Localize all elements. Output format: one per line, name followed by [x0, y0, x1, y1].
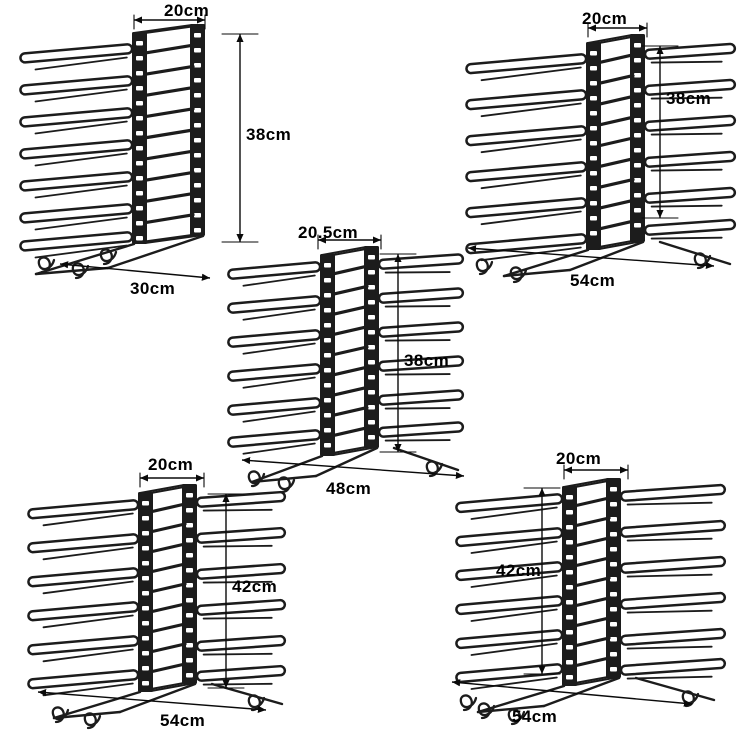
depth-dimension-label: 54cm: [512, 707, 558, 726]
rack-figure-center: 20.5cm 38cm 48cm: [220, 224, 482, 508]
height-dimension-label: 42cm: [232, 577, 278, 596]
rack-illustration-top-right: [465, 22, 737, 284]
depth-dimension-label: 30cm: [130, 279, 176, 298]
rack-illustration-bottom-right: [451, 464, 727, 726]
height-dimension-label: 38cm: [246, 125, 292, 144]
width-dimension-label: 20cm: [582, 9, 628, 28]
rack-illustration-center: [227, 234, 465, 494]
rack-figure-bottom-right: 20cm 42cm 54cm: [430, 448, 748, 748]
width-dimension-label: 20cm: [556, 449, 602, 468]
depth-dimension-label: 54cm: [570, 271, 616, 290]
rack-figure-top-left: 20cm 38cm 30cm: [2, 1, 292, 306]
rack-illustration-bottom-left: [27, 472, 287, 730]
width-dimension-label: 20.5cm: [298, 223, 359, 242]
depth-dimension-label: 48cm: [326, 479, 372, 498]
height-dimension-label: 38cm: [404, 351, 450, 370]
width-dimension-label: 20cm: [148, 455, 194, 474]
rack-figure-bottom-left: 20cm 42cm 54cm: [8, 450, 298, 748]
width-dimension-label: 20cm: [164, 1, 210, 20]
height-dimension-label: 42cm: [496, 561, 542, 580]
height-dimension-label: 38cm: [666, 89, 712, 108]
rack-illustration-top-left: [19, 14, 259, 281]
depth-dimension-label: 54cm: [160, 711, 206, 730]
rack-figure-top-right: 20cm 38cm 54cm: [448, 10, 748, 305]
